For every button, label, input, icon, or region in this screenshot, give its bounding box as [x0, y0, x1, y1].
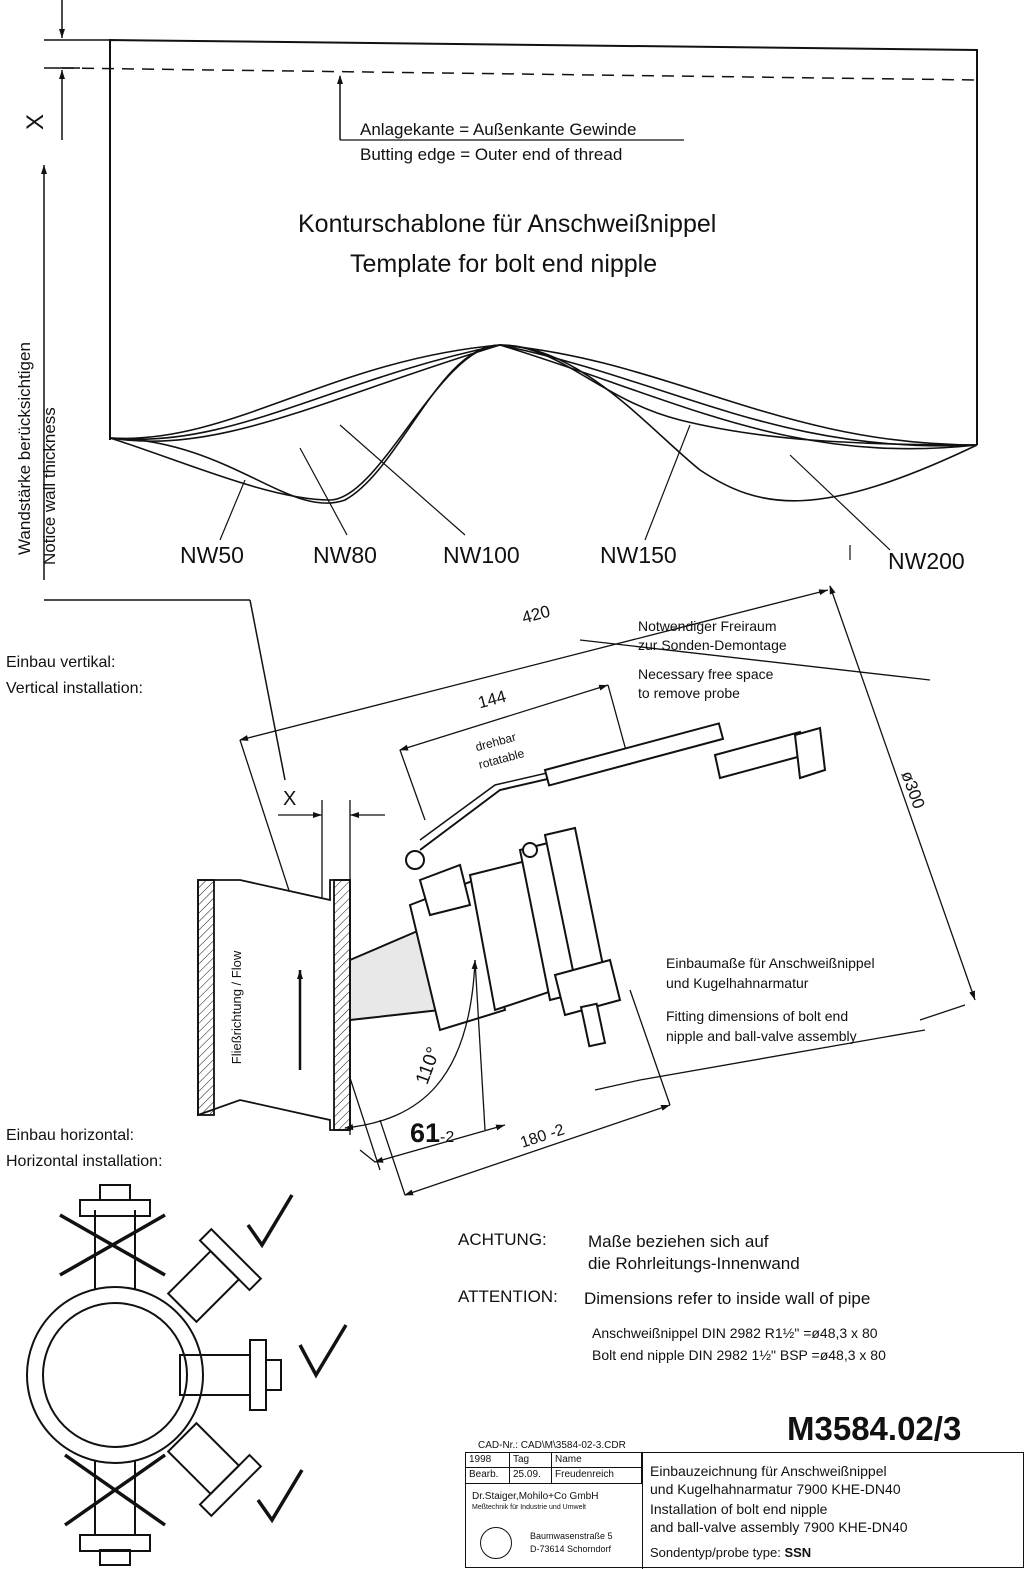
check-marks	[246, 1194, 348, 1524]
curve-leaders	[219, 424, 891, 560]
curve-label-nw100: NW100	[443, 542, 520, 568]
company-logo	[480, 1527, 512, 1559]
wall-thickness-en: Notice wall thickness	[40, 407, 59, 565]
wall-thickness-de: Wandstärke berücksichtigen	[15, 342, 34, 555]
spec-de: Anschweißnippel DIN 2982 R1½" =ø48,3 x 8…	[592, 1325, 878, 1341]
horizontal-label-en: Horizontal installation:	[6, 1153, 163, 1170]
horizontal-label-de: Einbau horizontal:	[6, 1127, 135, 1144]
einbau-en-1: Fitting dimensions of bolt end	[666, 1008, 849, 1024]
attention-text: Dimensions refer to inside wall of pipe	[584, 1289, 871, 1308]
tb-street: Baumwasenstraße 5	[530, 1531, 613, 1541]
tb-title-de-1: Einbauzeichnung für Anschweißnippel	[650, 1463, 887, 1479]
template-title-de: Konturschablone für Anschweißnippel	[298, 210, 717, 238]
curve-label-nw200: NW200	[888, 548, 965, 574]
dim-180	[379, 989, 926, 1196]
pipe-wall	[197, 879, 351, 1131]
tb-date: 25.09.	[510, 1468, 552, 1484]
achtung-text-2: die Rohrleitungs-Innenwand	[588, 1254, 800, 1273]
dim-61-value: 61	[410, 1118, 441, 1148]
anlagekante-de: Anlagekante = Außenkante Gewinde	[360, 120, 637, 139]
valve-assembly	[349, 722, 827, 1048]
tb-city: D-73614 Schorndorf	[530, 1544, 612, 1554]
tb-title-en-1: Installation of bolt end nipple	[650, 1501, 828, 1517]
dim-61-label: 61-2	[410, 1118, 454, 1149]
x-label-top: X	[22, 113, 50, 131]
freiraum-de-1: Notwendiger Freiraum	[638, 618, 777, 634]
tb-tag: Tag	[510, 1453, 552, 1468]
tb-probe-label: Sondentyp/probe type:	[650, 1545, 781, 1560]
tb-company: Dr.Staiger,Mohilo+Co GmbH	[472, 1491, 599, 1502]
spec-en: Bolt end nipple DIN 2982 1½" BSP =ø48,3 …	[592, 1347, 886, 1363]
cad-number: CAD-Nr.: CAD\M\3584-02-3.CDR	[478, 1440, 626, 1451]
einbau-de-1: Einbaumaße für Anschweißnippel	[666, 955, 875, 971]
angle-110	[344, 959, 486, 1131]
cross-marks	[59, 1213, 167, 1527]
horizontal-pipe	[26, 1184, 282, 1566]
freiraum-en-2: to remove probe	[638, 685, 740, 701]
tb-probe-type: Sondentyp/probe type: SSN	[650, 1545, 811, 1560]
tb-title-en-2: and ball-valve assembly 7900 KHE-DN40	[650, 1519, 908, 1535]
curve-label-nw80: NW80	[313, 542, 377, 568]
drawing-number: M3584.02/3	[787, 1410, 962, 1447]
template-title-en: Template for bolt end nipple	[350, 250, 658, 278]
tb-bearb: Bearb.	[466, 1468, 510, 1484]
x-label-mid: X	[283, 788, 297, 810]
achtung-label: ACHTUNG:	[458, 1230, 547, 1249]
curve-label-nw50: NW50	[180, 542, 244, 568]
flow-label: Fließrichtung / Flow	[229, 950, 245, 1065]
attention-label: ATTENTION:	[458, 1287, 558, 1306]
tb-company-sub: Meßtechnik für Industrie und Umwelt	[472, 1504, 586, 1511]
curve-label-nw150: NW150	[600, 542, 677, 568]
title-block: 1998 Tag Name Bearb. 25.09. Freudenreich…	[465, 1452, 1024, 1569]
vertical-label-de: Einbau vertikal:	[6, 654, 116, 671]
einbau-de-2: und Kugelhahnarmatur	[666, 975, 809, 991]
vertical-label-en: Vertical installation:	[6, 680, 143, 697]
contour-curves	[109, 344, 978, 504]
template-frame	[61, 38, 978, 445]
tb-author: Freudenreich	[552, 1468, 642, 1484]
tb-probe-value: SSN	[784, 1545, 812, 1560]
tb-title-de-2: und Kugelhahnarmatur 7900 KHE-DN40	[650, 1481, 901, 1497]
tb-year: 1998	[466, 1453, 510, 1468]
tb-name: Name	[552, 1453, 642, 1468]
einbau-en-2: nipple and ball-valve assembly	[666, 1028, 857, 1044]
dim-61-tolerance: -2	[440, 1129, 455, 1146]
anlagekante-en: Butting edge = Outer end of thread	[360, 145, 623, 164]
achtung-text-1: Maße beziehen sich auf	[588, 1232, 769, 1251]
freiraum-de-2: zur Sonden-Demontage	[638, 637, 787, 653]
freiraum-en-1: Necessary free space	[638, 666, 774, 682]
